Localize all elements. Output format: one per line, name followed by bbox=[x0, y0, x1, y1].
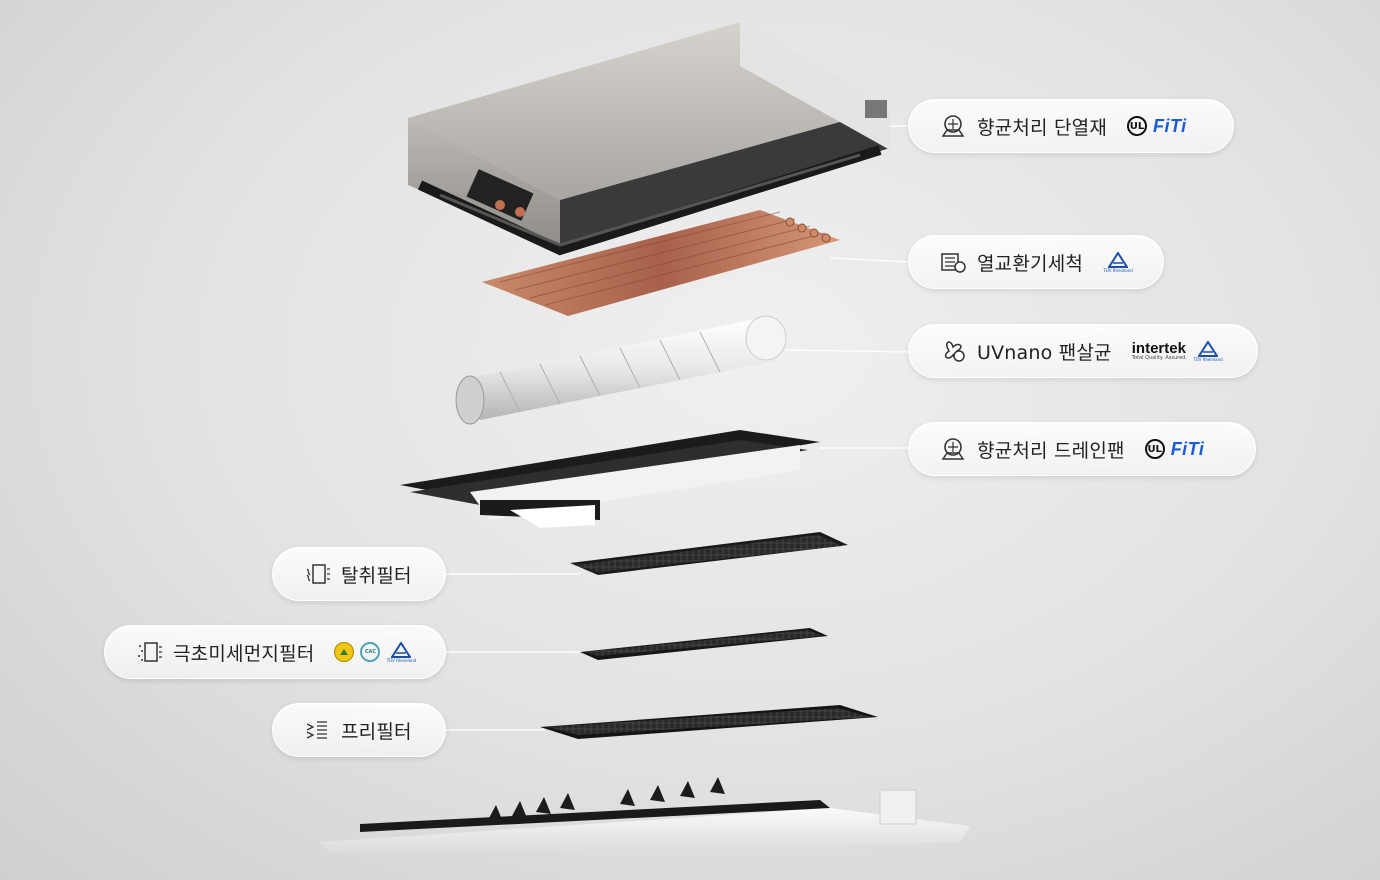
fiti-logo: FiTi bbox=[1153, 115, 1187, 136]
callout-label: 극초미세먼지필터 bbox=[173, 642, 315, 665]
tuv-logo: TÜV Rheinland bbox=[1103, 251, 1133, 273]
leader-line bbox=[784, 349, 911, 353]
heat-exchanger-clean-icon bbox=[939, 248, 967, 276]
uv-fan-icon bbox=[939, 337, 967, 365]
korea-certification-logo bbox=[334, 642, 355, 662]
callout-label: 프리필터 bbox=[341, 720, 412, 743]
callout-label: UVnano 팬살균 bbox=[977, 341, 1112, 364]
callout-heat-exchanger-wash: 열교환기세척 TÜV Rheinland bbox=[908, 235, 1164, 289]
certification-badges: CAC TÜV Rheinland bbox=[334, 641, 416, 663]
certification-badges: TÜV Rheinland bbox=[1103, 251, 1133, 273]
callout-deodor-filter: 탈취필터 bbox=[272, 547, 446, 601]
ul-logo: UL bbox=[1144, 439, 1165, 459]
callout-label: 향균처리 단열재 bbox=[977, 116, 1107, 139]
pre-filter bbox=[540, 705, 878, 739]
callout-label: 탈취필터 bbox=[341, 564, 412, 587]
fiti-logo: FiTi bbox=[1170, 438, 1205, 459]
antibacterial-shield-icon bbox=[939, 112, 967, 140]
certification-badges: UL FiTi bbox=[1127, 116, 1187, 137]
certification-badges: intertek Total Quality. Assured. TÜV Rhe… bbox=[1131, 340, 1223, 362]
heat-exchanger bbox=[482, 210, 840, 316]
indoor-unit-housing bbox=[408, 22, 890, 256]
tuv-logo: TÜV Rheinland bbox=[386, 641, 416, 663]
callout-uvnano-fan: UVnano 팬살균 intertek Total Quality. Assur… bbox=[908, 324, 1258, 378]
front-panel bbox=[320, 777, 970, 858]
antibacterial-shield-icon bbox=[939, 435, 967, 463]
tuv-logo: TÜV Rheinland bbox=[1193, 340, 1223, 362]
intertek-logo: intertek Total Quality. Assured. bbox=[1131, 340, 1187, 361]
drain-pan bbox=[400, 430, 820, 528]
dust-filter-icon bbox=[135, 638, 163, 666]
callout-label: 열교환기세척 bbox=[977, 252, 1084, 275]
callout-pre-filter: 프리필터 bbox=[272, 703, 446, 757]
callout-label: 향균처리 드레인팬 bbox=[977, 439, 1125, 462]
certification-badges: UL FiTi bbox=[1144, 438, 1205, 460]
deodor-filter-icon bbox=[303, 560, 331, 588]
callout-antibacterial-insulation: 향균처리 단열재 UL FiTi bbox=[908, 99, 1234, 153]
callout-antibacterial-drainpan: 향균처리 드레인팬 UL FiTi bbox=[908, 422, 1256, 476]
ul-logo: UL bbox=[1127, 116, 1147, 136]
leader-line bbox=[829, 257, 911, 263]
pre-filter-icon bbox=[303, 716, 331, 744]
leader-lines bbox=[445, 125, 911, 731]
ultrafine-dust-filter bbox=[580, 628, 828, 660]
cross-flow-fan bbox=[455, 315, 787, 425]
callout-ultrafine-dust-filter: 극초미세먼지필터 CAC TÜV Rheinland bbox=[104, 625, 446, 679]
cac-logo: CAC bbox=[360, 642, 381, 662]
deodorizing-filter bbox=[570, 532, 848, 575]
